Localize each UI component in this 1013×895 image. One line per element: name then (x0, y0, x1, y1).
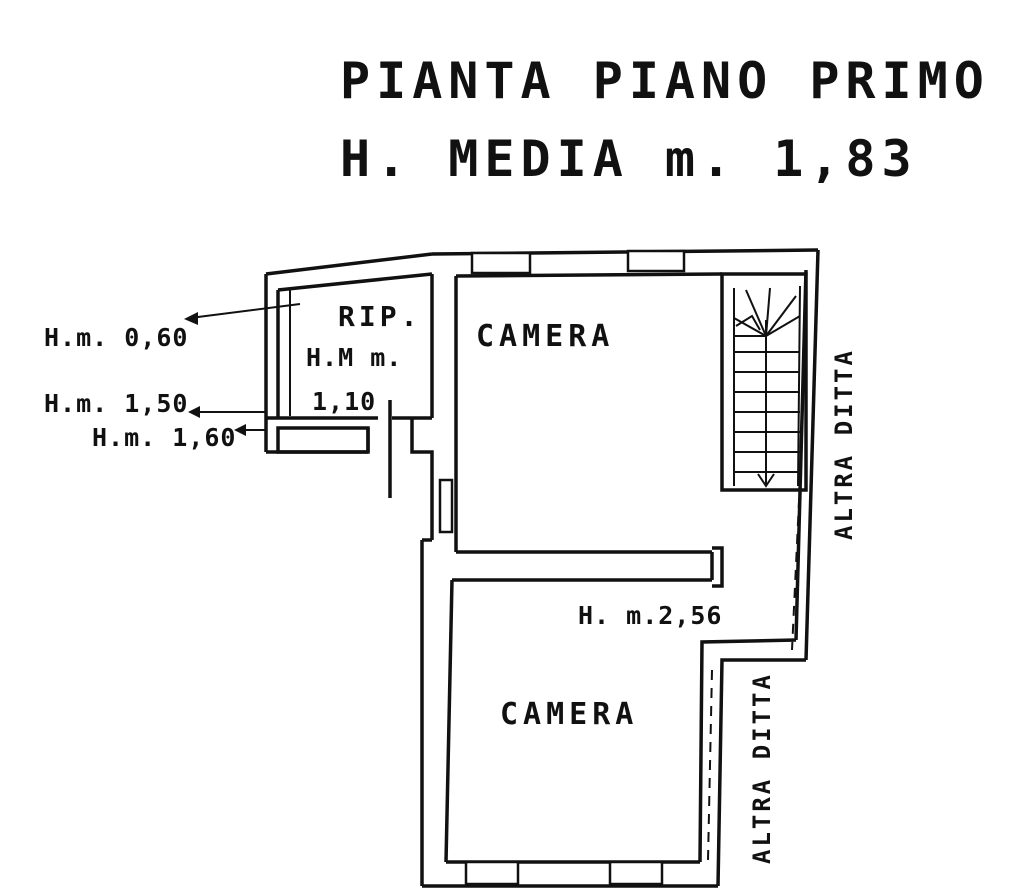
lower-left-wall-inner (444, 579, 454, 863)
right-wall-inner-lower (698, 638, 797, 863)
top-wall-inner (455, 272, 723, 278)
window-top-2 (626, 249, 686, 273)
height-label-160: H.m. 1,60 (92, 423, 236, 452)
right-wall-outer-upper (804, 249, 820, 661)
height-label-150: H.m. 1,50 (44, 389, 188, 418)
window-bottom-1 (464, 860, 520, 886)
right-wall-outer-lower (716, 658, 806, 887)
ripostiglio-height-value: 1,10 (312, 387, 376, 416)
arrow-060 (184, 312, 198, 325)
sloped-top-wall-outer (265, 252, 433, 276)
plan-title: PIANTA PIANO PRIMO (340, 52, 990, 110)
rip-step-block (276, 426, 370, 454)
ripostiglio-name: RIP. (338, 300, 421, 333)
sloped-top-wall-inner (277, 272, 433, 292)
height-label-256: H. m.2,56 (578, 601, 722, 630)
walls (264, 248, 820, 888)
height-leaders (184, 303, 301, 436)
stair-well (720, 272, 808, 492)
neighbour-label-upper: ALTRA DITTA (830, 348, 858, 540)
height-label-060: H.m. 0,60 (44, 323, 188, 352)
ripostiglio-height-label: H.M m. (306, 343, 402, 372)
window-bottom-2 (608, 860, 664, 886)
room-label-upper-camera: CAMERA (476, 319, 614, 354)
window-top-1 (470, 251, 532, 275)
room-label-lower-camera: CAMERA (500, 697, 638, 732)
neighbour-label-lower: ALTRA DITTA (748, 672, 776, 864)
staircase (720, 272, 808, 492)
stair-arrow-head (757, 473, 775, 488)
plan-subtitle: H. MEDIA m. 1,83 (340, 130, 918, 188)
arrow-150 (188, 406, 200, 418)
arrow-160 (234, 424, 246, 436)
leader-060 (189, 303, 301, 319)
door-left (438, 478, 454, 534)
